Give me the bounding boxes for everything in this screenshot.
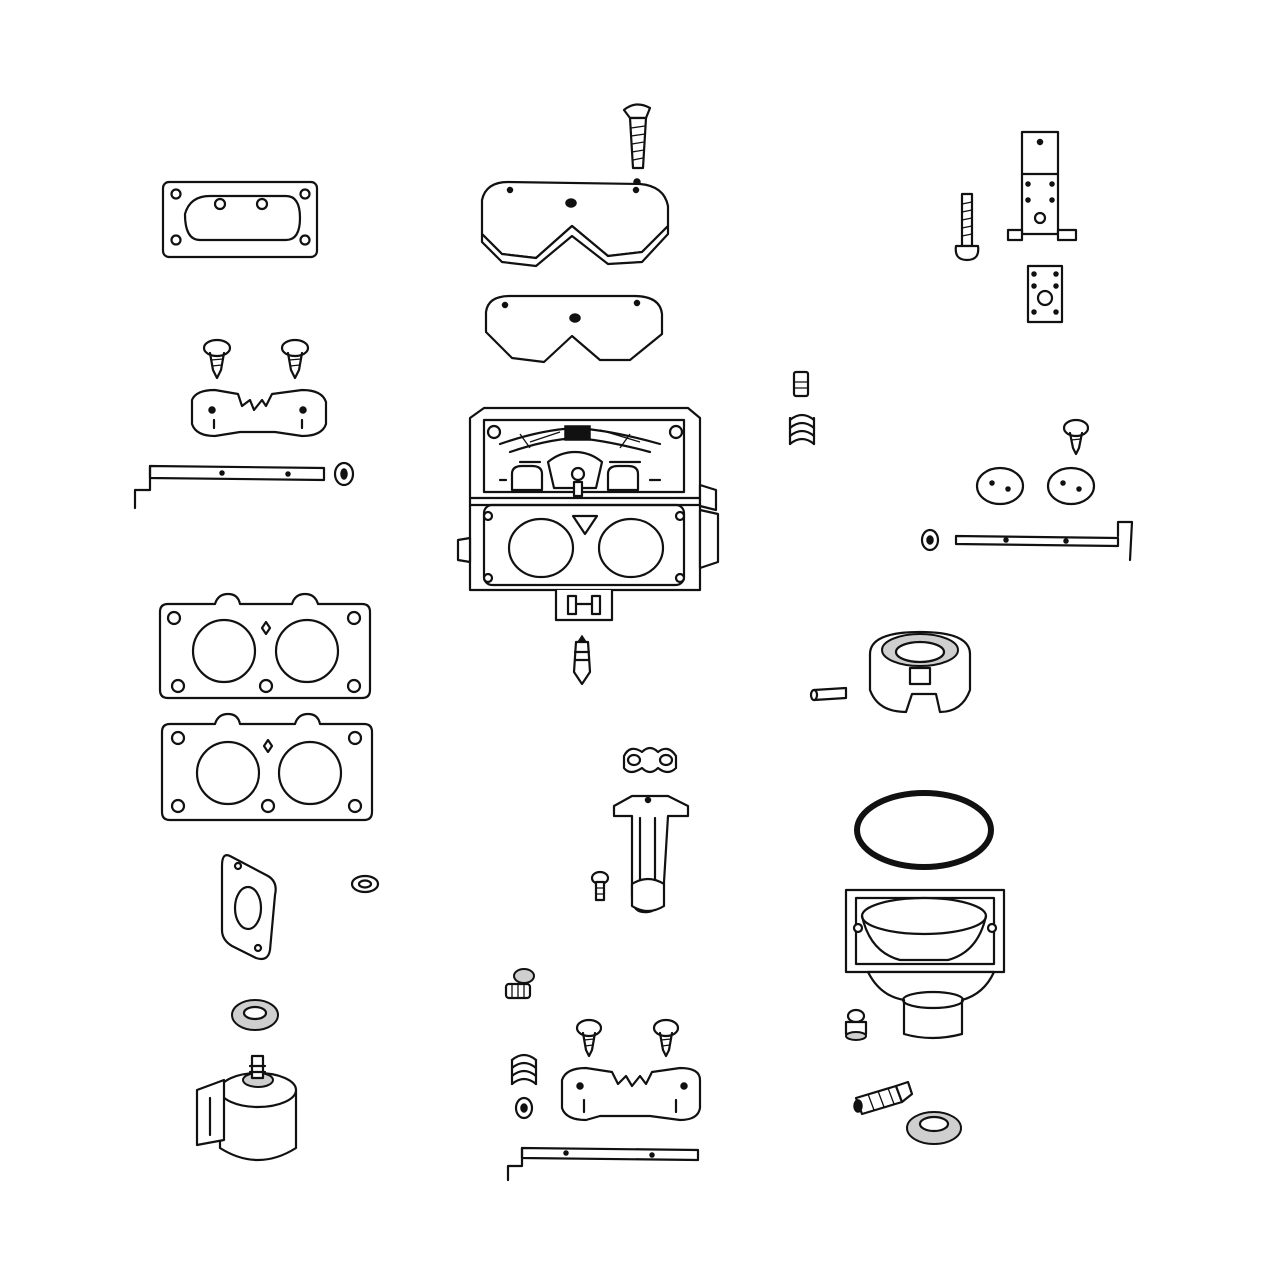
- butterfly-discs: [975, 466, 1096, 506]
- float-bowl-ring: [868, 630, 972, 714]
- idle-screw: [792, 370, 810, 398]
- bracket-screw: [954, 192, 980, 262]
- top-cover: [480, 180, 670, 268]
- throttle-plate: [560, 1066, 702, 1122]
- idle-stop-screw: [504, 968, 535, 1000]
- o-ring: [854, 790, 994, 870]
- main-jet: [853, 1080, 914, 1116]
- shaft-seal: [920, 528, 940, 552]
- float-hinge-clip: [622, 746, 678, 774]
- throttle-springs: [510, 1053, 538, 1120]
- intake-gasket-lower: [160, 712, 374, 822]
- throttle-shaft: [506, 1146, 700, 1182]
- inlet-needle: [572, 634, 592, 686]
- small-gasket: [220, 854, 277, 961]
- butterfly-screw: [1062, 418, 1090, 456]
- float-screw: [590, 870, 610, 902]
- bracket-plate: [1026, 264, 1064, 324]
- top-cover-screw: [622, 103, 652, 186]
- carburetor-body: [456, 406, 720, 622]
- float: [612, 794, 690, 914]
- choke-shaft-seal: [333, 461, 355, 487]
- idle-spring: [788, 413, 816, 446]
- intake-gasket-upper: [158, 592, 372, 700]
- washer: [350, 874, 380, 894]
- choke-plate: [190, 388, 328, 438]
- choke-shaft: [133, 464, 326, 510]
- float-pin: [809, 686, 848, 702]
- bowl-screw: [844, 1008, 868, 1041]
- jet-washer: [906, 1111, 962, 1145]
- air-horn-gasket: [161, 180, 319, 259]
- throttle-plate-screws: [575, 1018, 680, 1058]
- seal-ring: [231, 999, 279, 1031]
- choke-plate-screws: [202, 338, 310, 380]
- float-bowl: [844, 888, 1006, 1040]
- throttle-shaft-right: [954, 520, 1134, 562]
- top-cover-gasket: [484, 294, 664, 364]
- fuel-shutoff-solenoid: [195, 1054, 298, 1162]
- bracket: [1006, 130, 1078, 242]
